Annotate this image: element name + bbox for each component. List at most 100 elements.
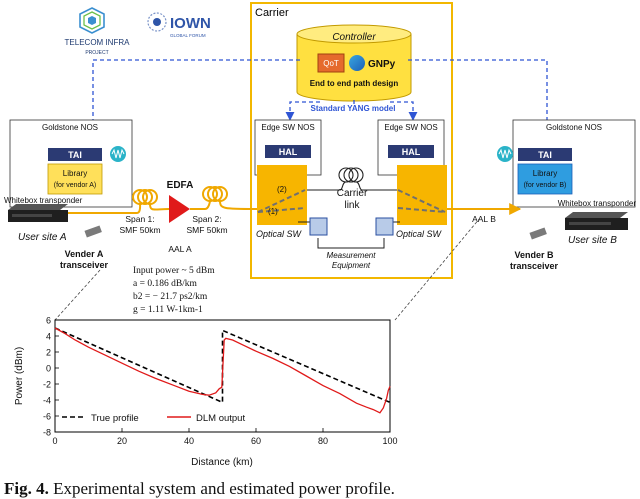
carrier-title: Carrier: [255, 7, 289, 19]
span1-line2: SMF 50km: [119, 225, 160, 235]
series-line-dlm-output: [54, 327, 391, 414]
legend-true-profile: True profile: [91, 413, 139, 424]
control-line-right: [408, 59, 552, 139]
whitebox-transponder-a: [8, 204, 68, 222]
site-a-tai-box: [48, 148, 102, 161]
param-line3: b2 = − 21.7 ps2/km: [133, 292, 208, 302]
legend-dlm-output: DLM output: [196, 413, 245, 424]
y-axis-ticks: 6 4 2 0 -2 -4 -6 -8: [43, 316, 59, 438]
y-tick-label: -4: [43, 396, 51, 406]
site-a-tai: TAI: [68, 150, 82, 160]
site-a-library-box: [47, 163, 103, 195]
x-tick-label: 40: [184, 436, 194, 446]
optical-sw-left: Optical SW: [256, 229, 303, 239]
e2e-label: End to end path design: [310, 79, 399, 88]
measurement-box-left: [309, 217, 328, 236]
site-b-whitebox: Whitebox transponder: [558, 199, 637, 208]
hal-right-box: [388, 145, 434, 158]
carrier-link-fiber: [307, 167, 397, 191]
site-b-library-box: [517, 163, 573, 195]
site-a-vendor-line2: transceiver: [60, 260, 109, 270]
param-line1: Input power ~ 5 dBm: [133, 266, 215, 276]
figure-caption: Fig. 4. Experimental system and estimate…: [4, 479, 395, 498]
qot-box: [317, 53, 345, 73]
zoom-lines: [54, 217, 481, 321]
x-tick-label: 60: [251, 436, 261, 446]
site-a-nos: Goldstone NOS: [42, 123, 98, 132]
controller-title: Controller: [332, 32, 376, 43]
control-lines: [88, 59, 552, 139]
optical-link-left: [68, 186, 258, 214]
x-tick-label: 20: [117, 436, 127, 446]
measurement-box-right: [375, 217, 394, 236]
site-b-library-line1: Library: [533, 169, 557, 178]
tip-logo-icon: [79, 7, 105, 34]
site-a-library-line1: Library: [63, 169, 87, 178]
site-a-library-line2: (for vendor A): [54, 182, 96, 189]
tip-logo: TELECOM INFRA PROJECT: [65, 7, 131, 56]
transceiver-b: [529, 227, 547, 240]
iown-logo-sub: GLOBAL FORUM: [170, 33, 206, 38]
y-tick-label: -2: [43, 380, 51, 390]
param-line4: g = 1.11 W-1km-1: [133, 305, 203, 315]
edge-nos-left: Edge SW NOS: [261, 123, 314, 132]
optical-sw-left-box: [257, 165, 307, 225]
x-tick-label: 0: [52, 436, 57, 446]
gnpy-icon: [349, 55, 365, 71]
span1-line1: Span 1:: [125, 214, 154, 224]
caption-label: Fig. 4.: [4, 479, 49, 498]
site-b-vendor-line2: transceiver: [510, 261, 559, 271]
y-tick-label: -8: [43, 428, 51, 438]
control-line-edge-right: [390, 101, 418, 121]
control-line-edge-left: [285, 101, 320, 121]
wave-icon-b: [497, 146, 513, 162]
carrier-box: [250, 2, 453, 279]
marker-2: (2): [277, 185, 287, 194]
hal-left: HAL: [279, 147, 298, 157]
site-b-library-line2: (for vendor B): [524, 182, 567, 189]
x-axis-label: Distance (km): [191, 457, 253, 468]
edge-nos-right: Edge SW NOS: [384, 123, 437, 132]
edfa-label: EDFA: [167, 180, 194, 191]
y-tick-label: 4: [46, 332, 51, 342]
y-tick-label: 2: [46, 348, 51, 358]
y-tick-label: 6: [46, 316, 51, 326]
control-line-left: [88, 59, 300, 139]
carrier-link-line1: Carrier: [337, 188, 368, 199]
iown-logo-icon: [147, 12, 167, 32]
yang-label: Standard YANG model: [311, 104, 396, 113]
measurement-line2: Equipment: [332, 261, 371, 270]
site-b-tai: TAI: [538, 150, 552, 160]
qot-label: QoT: [323, 59, 339, 68]
aal-b-label: AAL B: [472, 214, 496, 224]
hal-right: HAL: [402, 147, 421, 157]
chart-legend: True profile DLM output: [62, 413, 245, 424]
site-b-vendor-line1: Vender B: [514, 250, 554, 260]
span2-line1: Span 2:: [192, 214, 221, 224]
site-a-whitebox: Whitebox transponder: [4, 196, 83, 205]
y-tick-label: 0: [46, 364, 51, 374]
param-line2: a = 0.186 dB/km: [133, 279, 198, 289]
site-b-nos: Goldstone NOS: [546, 123, 602, 132]
chart-series: [54, 327, 391, 414]
site-b-user: User site B: [568, 235, 617, 246]
site-a-user: User site A: [18, 232, 67, 243]
x-tick-label: 100: [382, 436, 397, 446]
iown-logo: IOWN GLOBAL FORUM: [147, 12, 211, 38]
edfa-triangle: [169, 195, 190, 223]
whitebox-transponder-b: [565, 212, 628, 230]
x-axis-ticks: 0 20 40 60 80 100: [52, 428, 398, 446]
marker-1: (1): [268, 207, 278, 216]
transceiver-a: [84, 225, 102, 238]
optical-sw-right: Optical SW: [396, 229, 443, 239]
carrier-link-line2: link: [344, 200, 360, 211]
optical-paths: [257, 189, 446, 213]
tip-logo-line1: TELECOM INFRA: [65, 38, 131, 47]
site-a-vendor-line1: Vender A: [65, 249, 104, 259]
x-tick-label: 80: [318, 436, 328, 446]
aal-a-label: AAL A: [168, 244, 192, 254]
y-tick-label: -6: [43, 412, 51, 422]
params-block: Input power ~ 5 dBm a = 0.186 dB/km b2 =…: [133, 266, 215, 315]
